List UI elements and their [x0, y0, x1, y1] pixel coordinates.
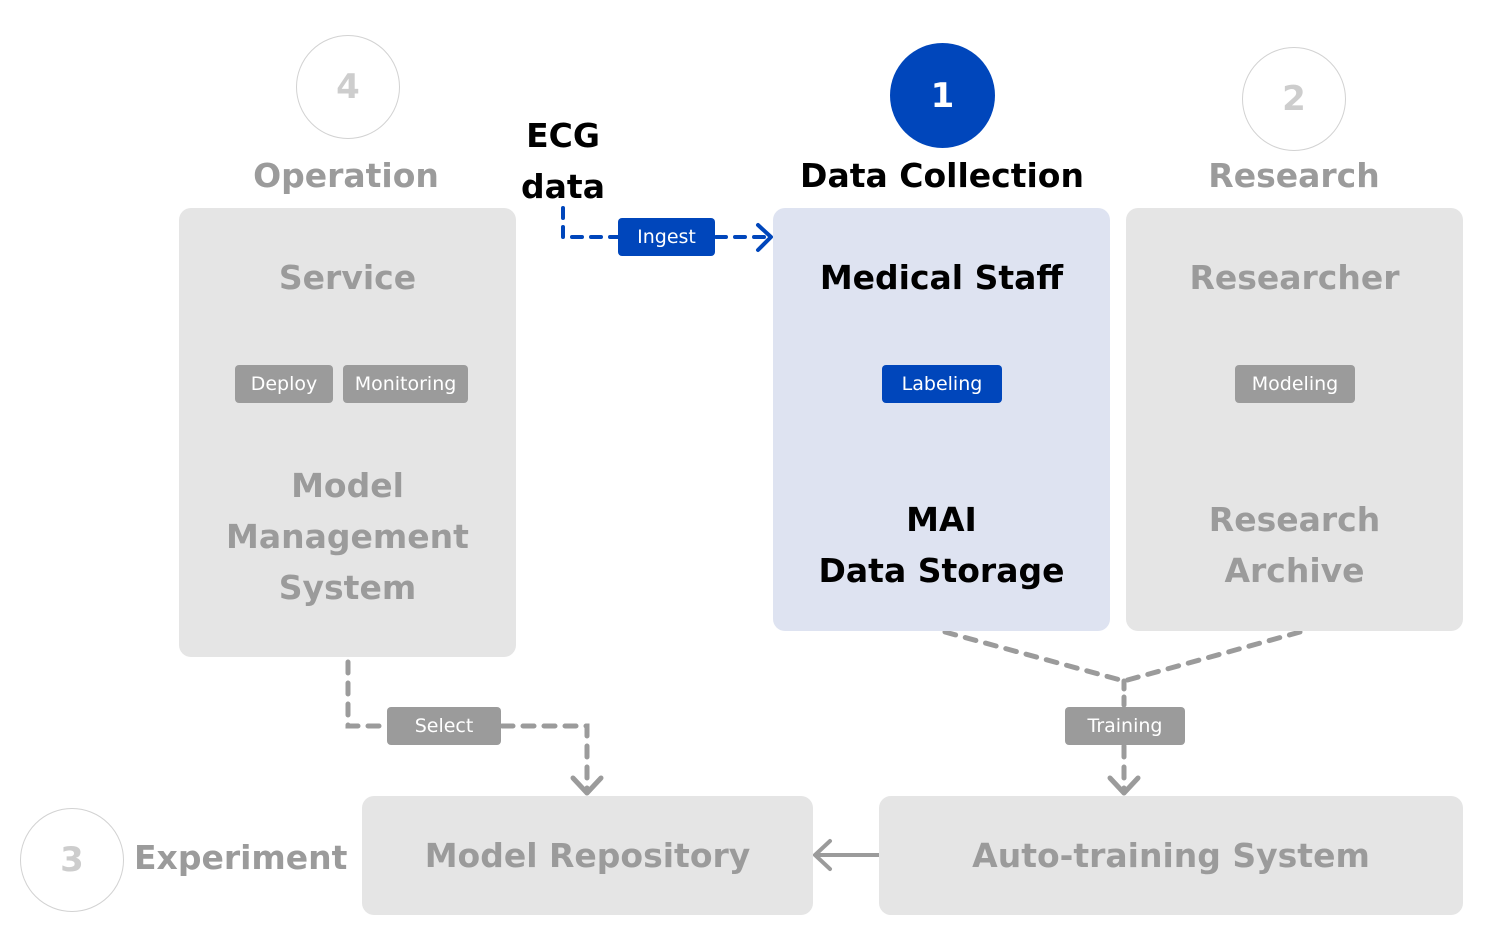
deploy-tag: Deploy	[235, 365, 333, 403]
archive-line-2: Archive	[1224, 551, 1365, 590]
data-collection-panel: Medical Staff MAI Data Storage	[773, 208, 1110, 631]
auto-training-panel: Auto-training System	[879, 796, 1463, 915]
mms-line-2: Management	[226, 517, 469, 556]
operation-title: Operation	[253, 156, 439, 195]
step-4-number: 4	[336, 67, 360, 107]
ecg-data-line2: data	[521, 167, 605, 206]
research-title: Research	[1208, 156, 1380, 195]
model-repository-panel: Model Repository	[362, 796, 813, 915]
mms-line-3: System	[278, 568, 417, 607]
ecg-data-label: ECG data	[503, 110, 623, 212]
archive-line-1: Research	[1208, 500, 1381, 539]
repository-arrow	[812, 839, 879, 871]
modeling-tag: Modeling	[1235, 365, 1355, 403]
ecg-data-line1: ECG	[526, 116, 600, 155]
service-node: Service	[278, 258, 417, 297]
step-1-number: 1	[930, 75, 955, 116]
medical-staff-node: Medical Staff	[819, 258, 1064, 297]
step-4-circle: 4	[296, 35, 400, 139]
mai-line-2: Data Storage	[818, 551, 1065, 590]
select-tag: Select	[387, 707, 501, 745]
mms-line-1: Model	[291, 466, 404, 505]
research-panel: Researcher Research Archive	[1126, 208, 1463, 631]
step-2-number: 2	[1282, 79, 1306, 119]
mai-line-1: MAI	[906, 500, 977, 539]
step-3-circle: 3	[20, 808, 124, 912]
data-collection-title: Data Collection	[800, 156, 1084, 195]
research-archive-node: Research Archive	[1126, 494, 1463, 596]
ingest-tag: Ingest	[618, 218, 715, 256]
step-1-circle: 1	[890, 43, 995, 148]
researcher-node: Researcher	[1189, 258, 1400, 297]
model-repository-node: Model Repository	[424, 836, 751, 875]
auto-training-node: Auto-training System	[972, 836, 1370, 875]
step-2-circle: 2	[1242, 47, 1346, 151]
labeling-tag: Labeling	[882, 365, 1002, 403]
operation-panel: Service Model Management System	[179, 208, 516, 657]
model-management-system-node: Model Management System	[179, 460, 516, 613]
monitoring-tag: Monitoring	[343, 365, 468, 403]
step-3-number: 3	[60, 840, 84, 880]
mai-data-storage-node: MAI Data Storage	[773, 494, 1110, 596]
experiment-title: Experiment	[134, 838, 348, 877]
training-tag: Training	[1065, 707, 1185, 745]
